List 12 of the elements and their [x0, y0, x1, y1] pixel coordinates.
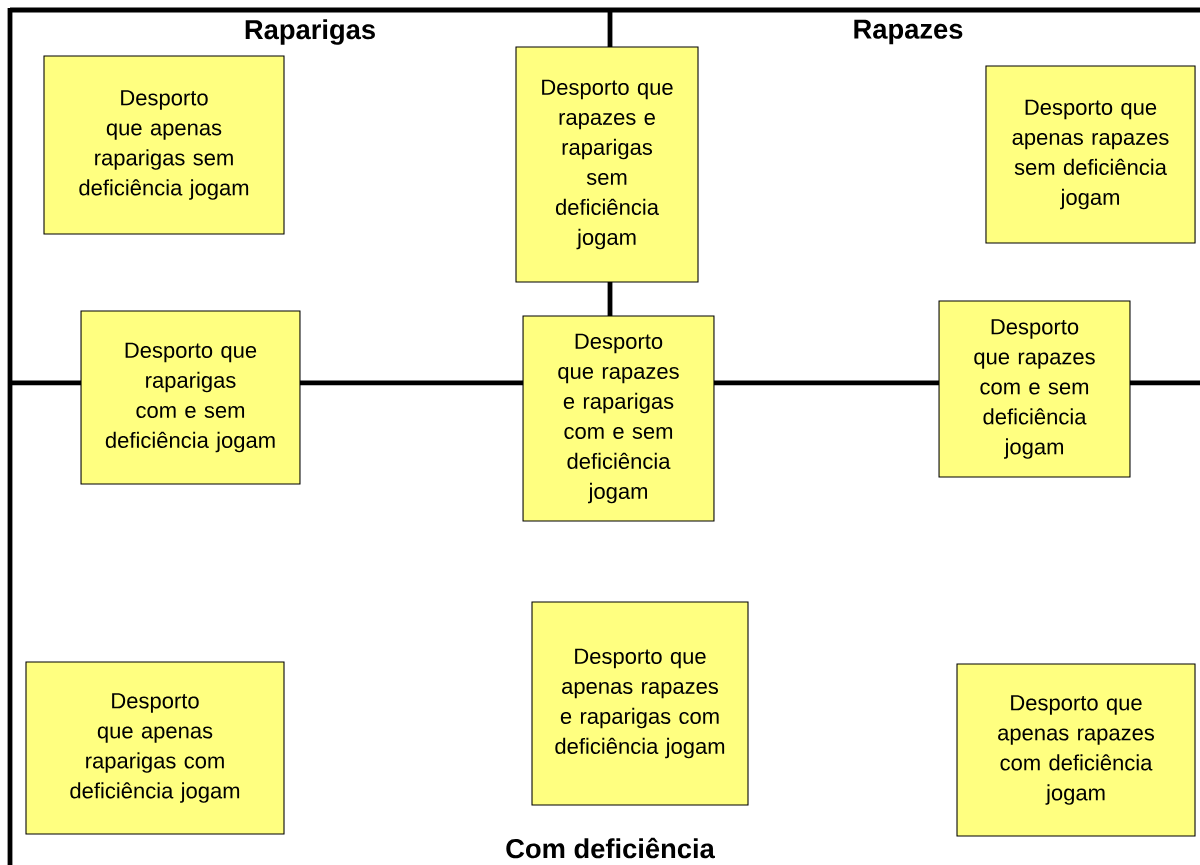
sport-box: Desporto que rapazes e raparigas sem deficiência jogam — [515, 46, 699, 283]
axis-heading: Com deficiência — [503, 836, 717, 860]
sport-box: Desporto que apenas rapazes com deficiência jogam — [956, 663, 1196, 837]
axis-heading: Rapazes — [851, 18, 965, 46]
sport-box: Desporto que rapazes com e sem deficiência jogam — [938, 300, 1131, 478]
axis-heading: Raparigas — [242, 17, 378, 47]
sport-box: Desporto que apenas raparigas sem deficiência jogam — [43, 55, 285, 235]
sport-box: Desporto que rapazes e raparigas com e sem deficiência jogam — [522, 315, 715, 522]
sport-box: Desporto que apenas rapazes e raparigas com deficiência jogam — [531, 601, 749, 806]
sport-box: Desporto que raparigas com e sem deficiência jogam — [80, 310, 301, 485]
sport-box: Desporto que apenas raparigas com deficiência jogam — [25, 661, 285, 835]
sport-box: Desporto que apenas rapazes sem deficiência jogam — [985, 65, 1196, 244]
